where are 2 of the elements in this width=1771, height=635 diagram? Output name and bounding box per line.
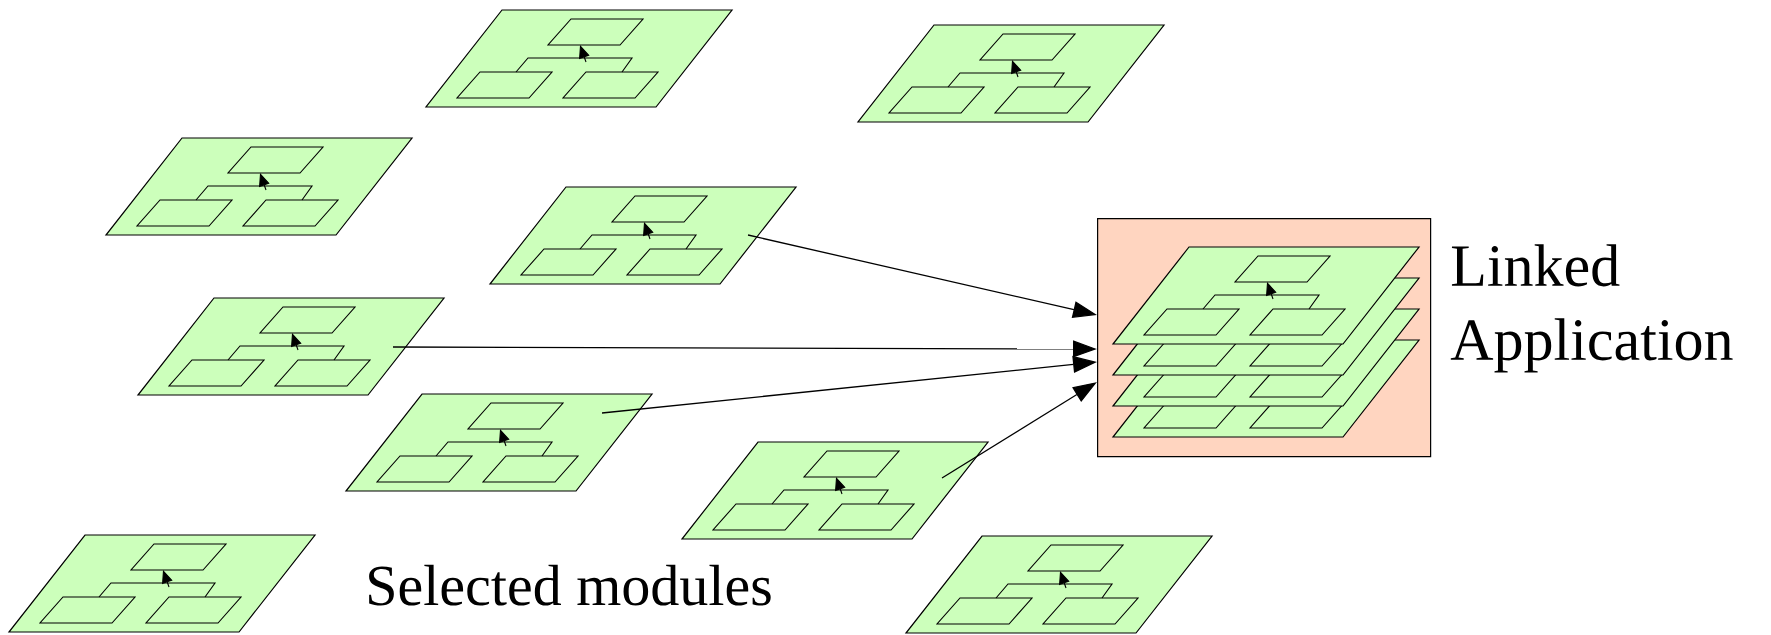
caption: Selected modules: [369, 564, 771, 606]
box-label: Linked Application: [1450, 244, 1733, 373]
